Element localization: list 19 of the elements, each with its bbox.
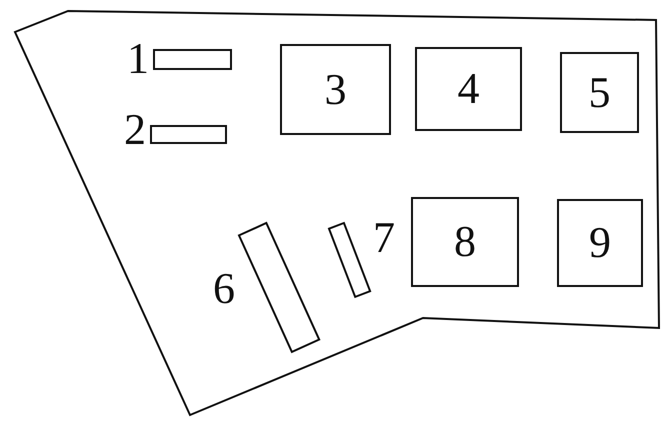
slot-number: 4 — [458, 69, 480, 109]
slot-number: 9 — [589, 223, 611, 263]
relay-slot — [560, 52, 639, 133]
fuse-box-outline — [14, 10, 661, 417]
relay-slot — [411, 197, 519, 287]
slot-number: 3 — [324, 70, 346, 110]
relay-slot — [415, 47, 522, 131]
callout-number: 1 — [127, 39, 149, 79]
callout-number: 2 — [124, 110, 146, 150]
relay-slot — [280, 44, 391, 135]
fuse-slot — [328, 222, 372, 298]
callout-number: 7 — [373, 218, 395, 258]
slot-number: 8 — [454, 222, 476, 262]
fuse-slot — [238, 222, 321, 353]
relay-slot — [557, 199, 643, 287]
fuse-slot — [150, 125, 227, 144]
fuse-slot — [153, 49, 232, 70]
callout-number: 6 — [213, 269, 235, 309]
slot-number: 5 — [588, 72, 610, 112]
